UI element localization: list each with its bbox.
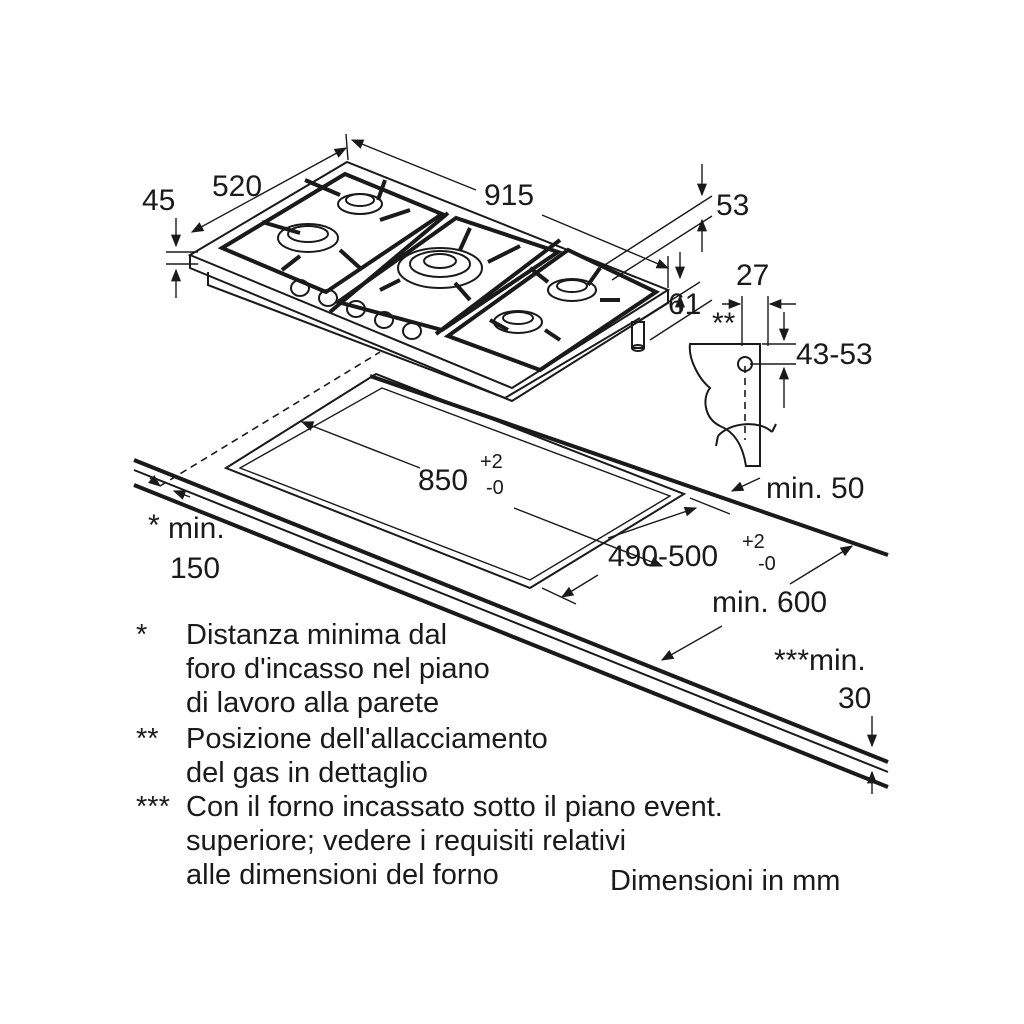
dim-min-150-label-b: 150 (170, 552, 220, 585)
burner-wok-center (397, 247, 483, 289)
note-2-line-1: Posizione dell'allacciamento (186, 723, 548, 755)
dim-850-tol-plus: +2 (480, 451, 503, 473)
note-1-marker: * (136, 619, 147, 651)
dim-min-50-label: min. 50 (766, 472, 864, 505)
dim-53-label: 53 (716, 189, 749, 222)
burner-back-right (547, 278, 597, 302)
note-3-marker: *** (136, 791, 170, 823)
dim-45-label: 45 (142, 184, 175, 217)
note-2-marker: ** (136, 723, 159, 755)
gas-connection-profile (688, 343, 777, 467)
dim-min-30-label-b: 30 (838, 682, 871, 715)
units-caption: Dimensioni in mm (610, 865, 840, 897)
dim-850-label: 850 (418, 464, 468, 497)
gas-connector (631, 321, 645, 352)
note-3-line-2: superiore; vedere i requisiti relativi (186, 825, 626, 857)
dim-490-tol-minus: -0 (758, 553, 776, 575)
burner-back-left (337, 193, 383, 215)
dim-490-tol-plus: +2 (742, 531, 765, 553)
note-1-line-1: Distanza minima dal (186, 619, 447, 651)
dim-min-150-star: * (148, 509, 160, 542)
burner-front-right (493, 310, 543, 334)
dim-43-53-label: 43-53 (796, 338, 873, 371)
dim-min-30-label-a: ***min. (774, 644, 866, 677)
dim-915-label: 915 (484, 179, 534, 212)
cooktop-drawing (187, 160, 671, 403)
cooktop-underside (207, 272, 641, 400)
dim-490-500-label: 490-500 (608, 540, 718, 573)
dim-61-label: 61 (668, 288, 701, 321)
dim-min-600-label: min. 600 (712, 586, 827, 619)
note-1-line-2: foro d'incasso nel piano (186, 653, 490, 685)
note-3-line-3: alle dimensioni del forno (186, 859, 499, 891)
burner-front-left (277, 223, 339, 253)
dimension-lines (147, 133, 878, 794)
note-2-line-2: del gas in dettaglio (186, 757, 428, 789)
dim-27-label: 27 (736, 259, 769, 292)
control-knobs (290, 279, 422, 340)
worktop-drawing (133, 351, 889, 789)
note-3-line-1: Con il forno incassato sotto il piano ev… (186, 791, 723, 823)
worktop-cutout (223, 372, 687, 590)
dim-520-label: 520 (212, 170, 262, 203)
dim-850-tol-minus: -0 (486, 477, 504, 499)
notes-legend: * Distanza minima dal foro d'incasso nel… (136, 619, 723, 891)
dim-min-150-label-a: min. (168, 512, 225, 545)
gas-connection-marker: ** (712, 307, 736, 340)
note-1-line-3: di lavoro alla parete (186, 687, 439, 719)
